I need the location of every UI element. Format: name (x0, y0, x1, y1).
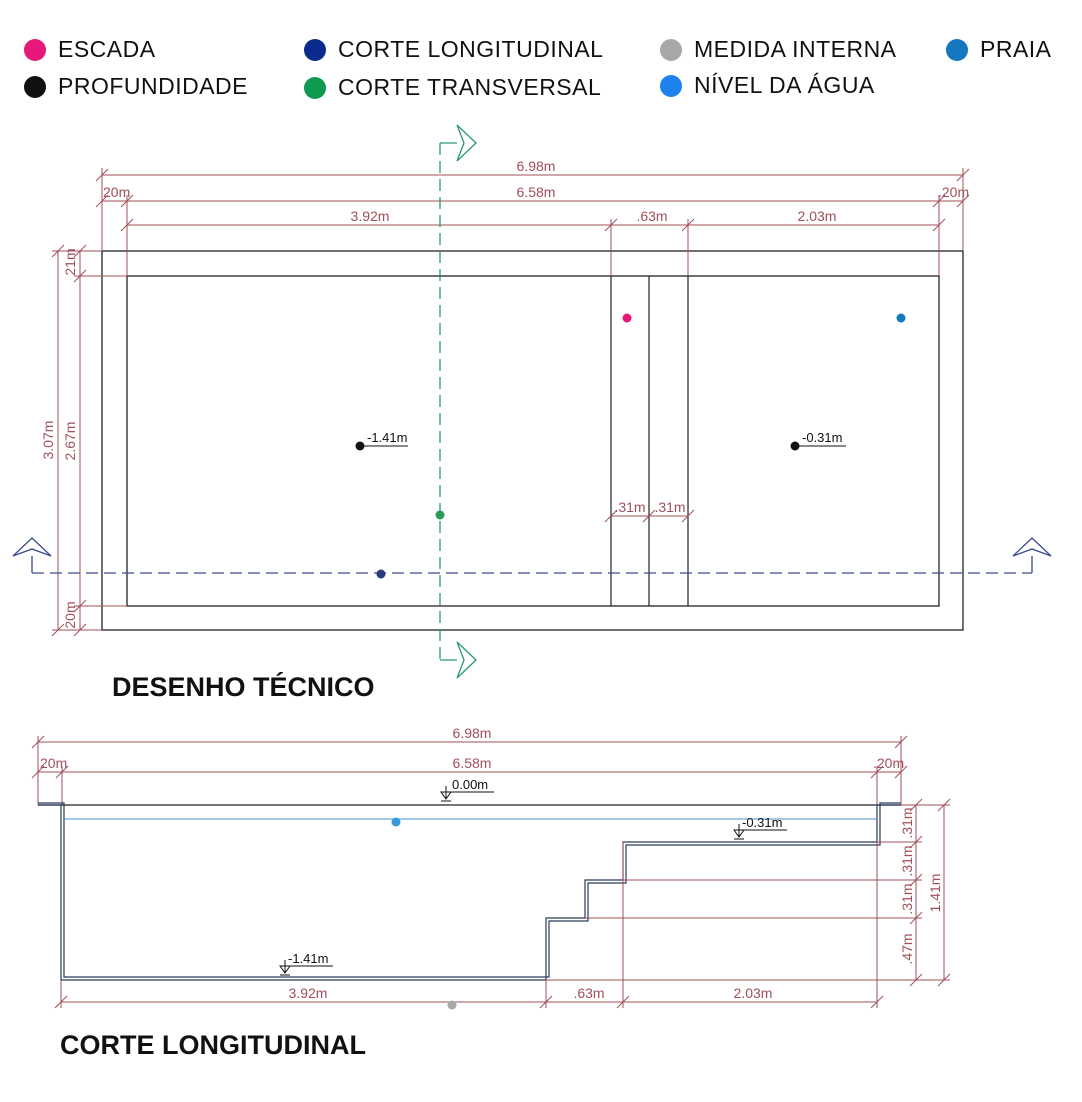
plan-dims-vertical (51, 244, 127, 637)
longitudinal-arrow-left-icon (12, 537, 52, 557)
legend-item-praia: PRAIA (946, 36, 1052, 63)
plan-dims-horizontal (95, 168, 970, 523)
section-dim-total-depth: 1.41m (927, 874, 943, 913)
section-marker-medida-interna (447, 1000, 457, 1010)
plan-marker-corte-transversal (435, 510, 445, 520)
plan-marker-escada (622, 313, 632, 323)
legend-label-praia: PRAIA (980, 36, 1052, 62)
legend-label-escada: ESCADA (58, 36, 156, 62)
transversal-arrow-bottom-icon (456, 641, 477, 679)
plan-dim-beach-zone: 2.03m (798, 208, 837, 224)
legend-item-profundidade: PROFUNDIDADE (24, 73, 248, 100)
plan-depth-label-beach: -0.31m (802, 430, 842, 445)
section-dim-step-height-2: .31m (899, 845, 915, 876)
legend-dot-profundidade (24, 75, 46, 98)
legend-item-medida-interna: MEDIDA INTERNA (660, 36, 897, 63)
section-dim-deep-zone: 3.92m (289, 985, 328, 1001)
plan-dim-top-border: 21m (62, 248, 78, 275)
legend-label-profundidade: PROFUNDIDADE (58, 73, 249, 99)
legend-item-corte-transversal: CORTE TRANSVERSAL (304, 74, 601, 101)
legend-label-medida-interna: MEDIDA INTERNA (694, 36, 897, 62)
plan-depth-label-deep: -1.41m (367, 430, 407, 445)
legend-dot-medida-interna (660, 38, 682, 61)
legend-dot-corte-transversal (304, 76, 326, 99)
section-marker-nivel-da-agua (391, 817, 401, 827)
plan-outer-wall (101, 250, 964, 631)
section-level-top: 0.00m (440, 777, 494, 802)
section-dim-left-border: 20m (40, 755, 67, 771)
section-dim-step-height-1: .31m (899, 807, 915, 838)
plan-dim-inner-length: 6.58m (517, 184, 556, 200)
plan-dim-bottom-border: 20m (62, 601, 78, 628)
section-dim-step-height-3: .31m (899, 883, 915, 914)
plan-dim-deep-zone: 3.92m (351, 208, 390, 224)
section-dim-total-length: 6.98m (453, 725, 492, 741)
section-level-deep: -1.41m (279, 951, 333, 976)
plan-dim-step-2: .31m (654, 499, 685, 515)
plan-view: 6.98m 20m 6.58m .20m 3.92m .63m 2.03m .3… (12, 124, 1052, 702)
section-dim-inner-length: 6.58m (453, 755, 492, 771)
legend-label-corte-longitudinal: CORTE LONGITUDINAL (338, 36, 604, 62)
section-dim-bottom-step: .47m (899, 933, 915, 964)
section-pool-profile-inner (38, 802, 901, 978)
section-dim-beach-zone: 2.03m (734, 985, 773, 1001)
plan-dim-total-length: 6.98m (517, 158, 556, 174)
section-dim-right-border: .20m (873, 755, 904, 771)
longitudinal-arrow-right-icon (1012, 537, 1052, 557)
plan-title: DESENHO TÉCNICO (112, 671, 375, 702)
section-dims-top (31, 735, 908, 805)
section-level-deep-label: -1.41m (288, 951, 328, 966)
plan-dim-left-border: 20m (103, 184, 130, 200)
plan-marker-corte-longitudinal (376, 569, 386, 579)
section-view: 6.98m 20m 6.58m .20m (31, 725, 951, 1060)
plan-dim-step-zone: .63m (636, 208, 667, 224)
legend-dot-corte-longitudinal (304, 38, 326, 61)
legend-item-nivel-da-agua: NÍVEL DA ÁGUA (660, 72, 875, 99)
legend: ESCADA PROFUNDIDADE CORTE LONGITUDINAL C… (0, 0, 1082, 110)
legend-dot-nivel-da-agua (660, 74, 682, 97)
plan-dim-step-1: .31m (614, 499, 645, 515)
plan-dim-right-border: .20m (938, 184, 969, 200)
plan-inner-wall (126, 275, 940, 607)
transversal-arrow-top-icon (456, 124, 477, 162)
legend-dot-praia (946, 38, 968, 61)
legend-label-corte-transversal: CORTE TRANSVERSAL (338, 74, 602, 100)
legend-dot-escada (24, 38, 46, 61)
plan-dim-total-width: 3.07m (40, 421, 56, 460)
legend-label-nivel-da-agua: NÍVEL DA ÁGUA (694, 72, 875, 98)
section-pool-profile-outer (38, 804, 901, 981)
plan-marker-praia (896, 313, 906, 323)
legend-item-escada: ESCADA (24, 36, 156, 63)
legend-item-corte-longitudinal: CORTE LONGITUDINAL (304, 36, 603, 63)
section-title: CORTE LONGITUDINAL (60, 1030, 366, 1060)
section-dim-step-zone: .63m (573, 985, 604, 1001)
plan-dim-inner-width: 2.67m (62, 422, 78, 461)
section-level-top-label: 0.00m (452, 777, 488, 792)
section-dims-vertical (54, 798, 951, 1009)
level-symbol-icon (440, 786, 452, 802)
section-level-beach: -0.31m (733, 815, 787, 840)
section-level-beach-label: -0.31m (742, 815, 782, 830)
